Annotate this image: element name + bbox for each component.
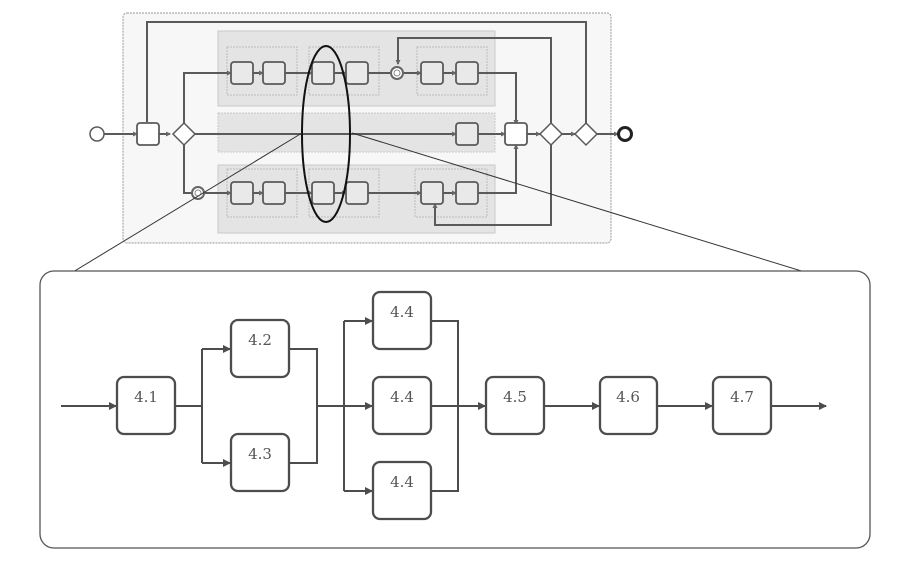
- overview-flows: [104, 21, 619, 226]
- start-event-icon: [89, 126, 105, 142]
- task-4-2[interactable]: 4.2: [229, 318, 291, 379]
- gateway-diamond-icon: [538, 121, 564, 147]
- zoom-line-right: [351, 132, 871, 293]
- overview-diagram: [89, 12, 633, 244]
- task-label: 4.4: [390, 473, 414, 491]
- task-label: 4.4: [390, 388, 414, 406]
- task-label: 4.7: [730, 388, 754, 406]
- overview-tasks: [136, 61, 528, 205]
- task-label: 4.4: [390, 303, 414, 321]
- highlight-ellipse: [301, 45, 351, 223]
- end-event-icon: [617, 126, 633, 142]
- task-label: 4.3: [248, 445, 272, 463]
- intermediate-event-icon: [390, 66, 404, 80]
- gateway-diamond-icon: [573, 121, 599, 147]
- zoom-line-left: [39, 132, 303, 293]
- task-4-7[interactable]: 4.7: [711, 375, 773, 436]
- task-4-5[interactable]: 4.5: [484, 375, 546, 436]
- task-4-1[interactable]: 4.1: [115, 375, 177, 436]
- detail-flows: [61, 317, 827, 495]
- task-label: 4.1: [134, 388, 158, 406]
- task-4-3[interactable]: 4.3: [229, 432, 291, 493]
- task-4-4-bottom[interactable]: 4.4: [371, 460, 433, 521]
- lane-middle: [217, 112, 496, 153]
- task-4-4-middle[interactable]: 4.4: [371, 375, 433, 436]
- task-label: 4.5: [503, 388, 527, 406]
- task-4-6[interactable]: 4.6: [598, 375, 659, 436]
- task-4-4-top[interactable]: 4.4: [371, 290, 433, 351]
- task-label: 4.2: [248, 331, 272, 349]
- detail-diagram: 4.1 4.2 4.3 4.4 4.4 4.4: [39, 270, 871, 549]
- task-label: 4.6: [616, 388, 640, 406]
- gateway-diamond-icon: [171, 121, 197, 147]
